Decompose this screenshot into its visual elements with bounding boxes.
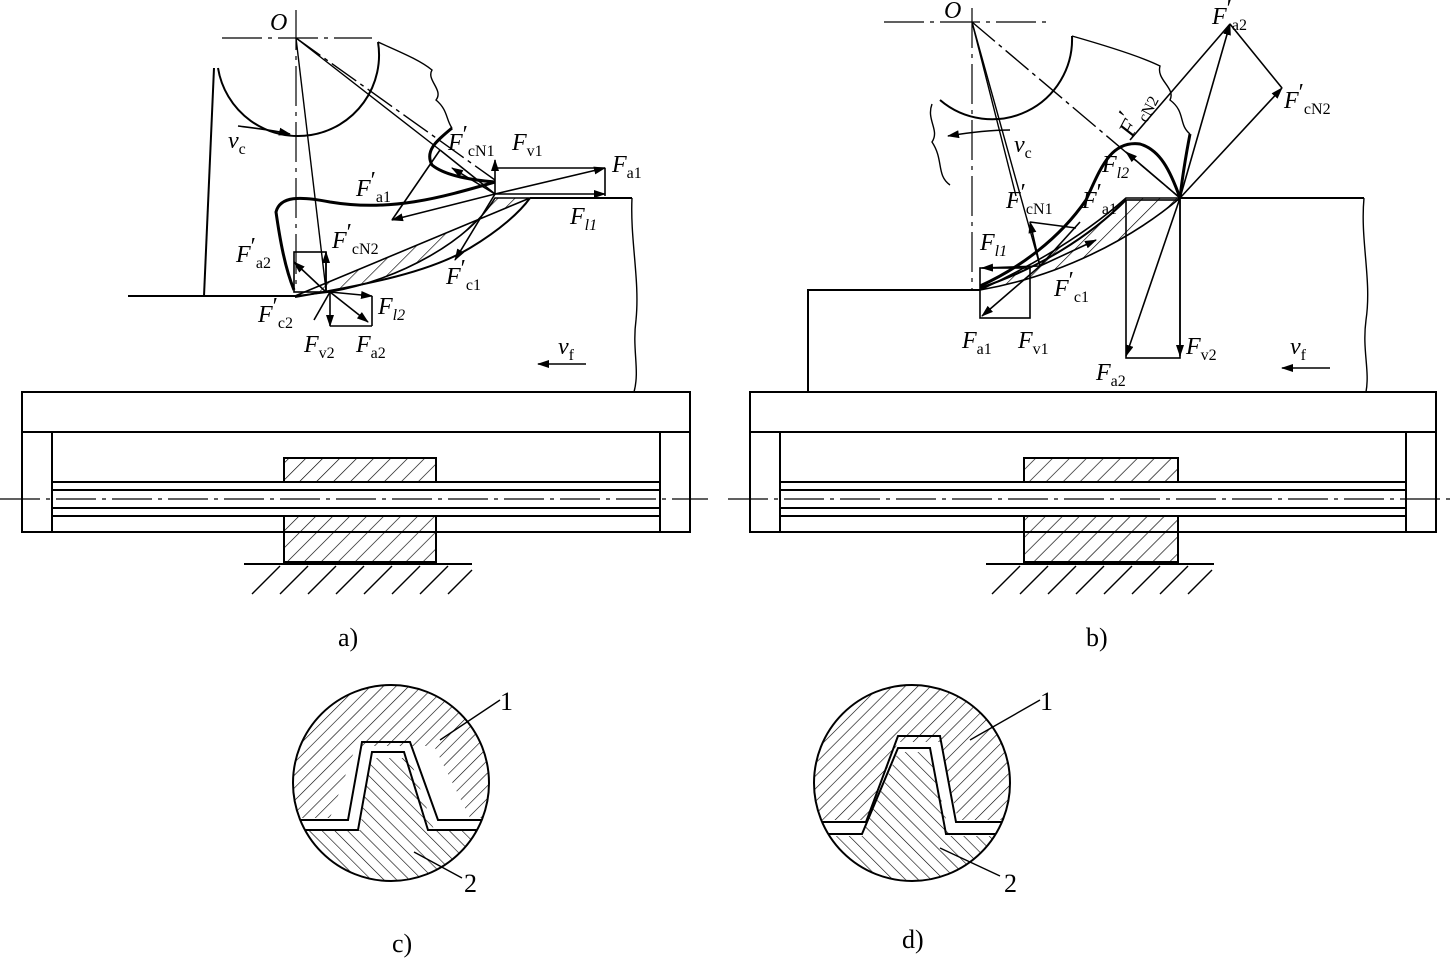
nut-upper-b bbox=[1023, 457, 1179, 483]
subfigure-c: 1 2 c) bbox=[292, 684, 513, 958]
subfigure-d: 1 2 d) bbox=[813, 684, 1053, 954]
label-fcn1-prime-b: F′cN1 bbox=[1005, 180, 1053, 218]
caption-c: c) bbox=[392, 929, 412, 958]
leader-2-c bbox=[413, 851, 463, 879]
label-vc-b: vc bbox=[1014, 132, 1032, 162]
label-fl1-b: Fl1 bbox=[979, 230, 1007, 260]
workpiece bbox=[128, 197, 638, 393]
label-vf: vf bbox=[558, 334, 575, 364]
label-fv1: Fv1 bbox=[511, 130, 543, 160]
force-vectors-tooth2-b bbox=[1125, 23, 1283, 359]
label-fcn2-prime: F′cN2 bbox=[331, 220, 379, 258]
label-fa1-b: Fa1 bbox=[961, 328, 992, 358]
nut-lower bbox=[283, 515, 437, 563]
label-fa2: Fa2 bbox=[355, 332, 386, 362]
label-fcn1-prime: F′cN1 bbox=[447, 122, 495, 160]
label-fa1: Fa1 bbox=[611, 152, 642, 182]
ground-hatch bbox=[251, 565, 473, 595]
label-vf-b: vf bbox=[1290, 334, 1307, 364]
label-center-o: O bbox=[270, 10, 287, 36]
leader-2-d bbox=[939, 847, 1001, 877]
cutting-speed-arrow bbox=[237, 125, 291, 136]
thread-part-1-d bbox=[814, 685, 1010, 820]
machine-table bbox=[0, 391, 708, 595]
label-fl1: Fl1 bbox=[569, 204, 597, 234]
force-vectors-tooth1-b bbox=[979, 221, 1097, 319]
label-fv2: Fv2 bbox=[303, 332, 335, 362]
chip-section bbox=[294, 197, 531, 297]
leader-1-c bbox=[439, 699, 501, 741]
caption-a: a) bbox=[338, 623, 358, 652]
label-fa2-b: Fa2 bbox=[1095, 360, 1126, 390]
label-fl2-b: Fl2 bbox=[1101, 152, 1129, 182]
force-vectors-tooth2 bbox=[293, 251, 373, 327]
caption-b: b) bbox=[1086, 623, 1108, 652]
label-center-o-b: O bbox=[944, 0, 961, 24]
milling-cutter bbox=[203, 41, 531, 298]
leader-1-d bbox=[969, 699, 1041, 741]
detail-circle-d bbox=[813, 684, 1011, 882]
label-fv2-b: Fv2 bbox=[1185, 334, 1217, 364]
label-fv1-b: Fv1 bbox=[1017, 328, 1049, 358]
label-fc2-prime: F′c2 bbox=[257, 294, 293, 332]
label-fl2: Fl2 bbox=[377, 294, 405, 324]
label-fcn2-prime-rotated-b: F′cN2 bbox=[1107, 84, 1163, 144]
subfigure-b: O vc F′a2 F′cN2 F′cN2 Fl2 F′cN1 F′a1 Fl1… bbox=[728, 0, 1450, 652]
force-vectors-tooth1 bbox=[391, 149, 606, 261]
label-vc: vc bbox=[228, 128, 246, 158]
part-label-2-d: 2 bbox=[1004, 869, 1017, 898]
ground-hatch-b bbox=[991, 565, 1213, 595]
part-label-1-c: 1 bbox=[500, 687, 513, 716]
detail-circle-c bbox=[292, 684, 490, 882]
label-fc1-prime-b: F′c1 bbox=[1053, 268, 1089, 306]
nut-lower-b bbox=[1023, 515, 1179, 563]
caption-d: d) bbox=[902, 925, 924, 954]
label-fc1-prime: F′c1 bbox=[445, 256, 481, 294]
part-label-1-d: 1 bbox=[1040, 687, 1053, 716]
label-fa1-prime-b: F′a1 bbox=[1081, 180, 1117, 218]
label-fcn2-prime-b: F′cN2 bbox=[1283, 80, 1331, 118]
nut-upper bbox=[283, 457, 437, 483]
label-fa2-prime: F′a2 bbox=[235, 234, 271, 272]
subfigure-a: O vc F′cN1 Fv1 Fa1 Fl1 F′a1 F′a2 F′cN2 F… bbox=[0, 10, 708, 652]
label-fa2-prime-b: F′a2 bbox=[1211, 0, 1247, 34]
machine-table-b bbox=[728, 391, 1450, 595]
label-fa1-prime: F′a1 bbox=[355, 168, 391, 206]
cutting-speed-arrow-b bbox=[947, 129, 1011, 139]
part-label-2-c: 2 bbox=[464, 869, 477, 898]
